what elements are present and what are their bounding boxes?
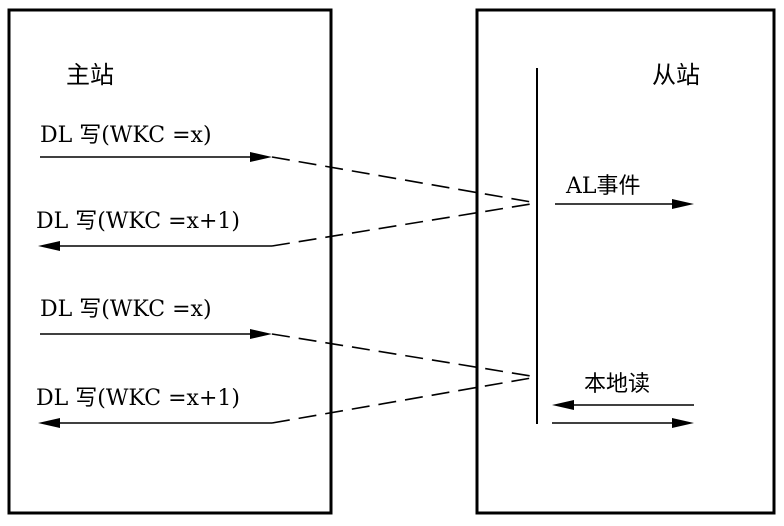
message-dashed-link-1 [271, 156, 538, 204]
arrowhead-left-icon [38, 241, 60, 251]
slave-event-label-1: AL事件 [565, 174, 641, 199]
arrowhead-right-icon [672, 199, 694, 209]
arrowhead-left-icon [552, 400, 574, 410]
arrowhead-right-icon [250, 152, 272, 162]
message-dashed-link-3 [271, 333, 538, 378]
message-label-2: DL 写(WKC =x+1) [36, 209, 240, 234]
slave-station-box [475, 8, 776, 515]
arrowhead-left-icon [38, 418, 60, 428]
message-label-4: DL 写(WKC =x+1) [36, 386, 240, 411]
message-label-3: DL 写(WKC =x) [40, 297, 212, 322]
message-label-1: DL 写(WKC =x) [40, 123, 212, 148]
message-dashed-link-2 [271, 202, 538, 247]
slave-station-title: 从站 [652, 61, 700, 89]
slave-event-label-2: 本地读 [584, 372, 650, 397]
arrowhead-right-icon [250, 329, 272, 339]
master-station-box [7, 8, 333, 515]
message-dashed-link-4 [271, 376, 538, 424]
master-station-title: 主站 [66, 61, 114, 89]
arrowhead-right-icon [672, 418, 694, 428]
